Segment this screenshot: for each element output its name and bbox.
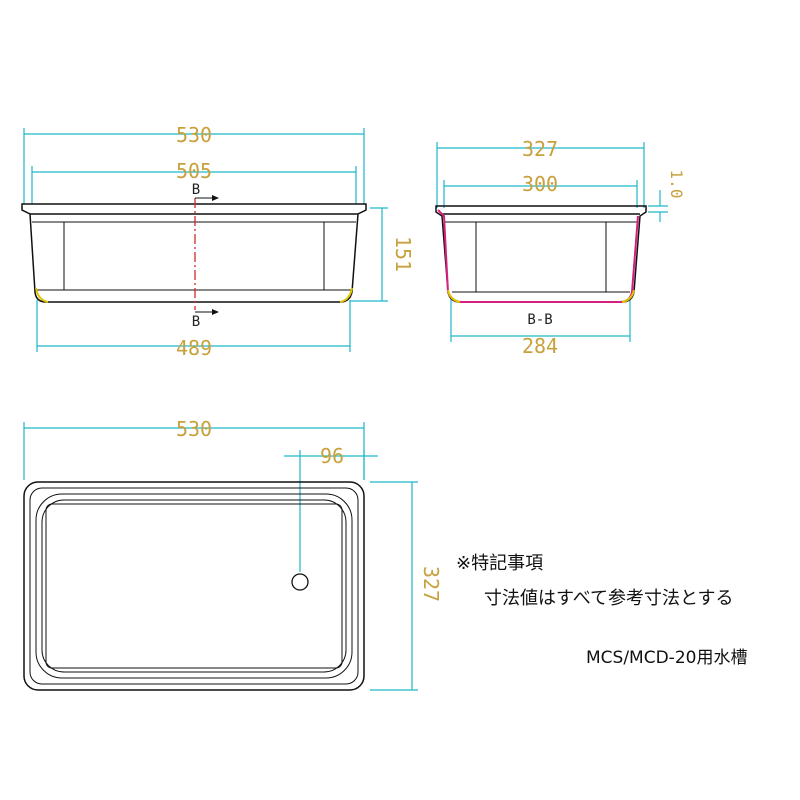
notes: ※特記事項 寸法値はすべて参考寸法とする MCS/MCD-20用水槽	[456, 553, 747, 668]
front-right-fillet	[339, 287, 353, 303]
front-dim-lines	[23, 128, 388, 352]
top-dim-lines	[23, 422, 418, 691]
product-label: MCS/MCD-20用水槽	[586, 648, 747, 668]
front-left-fillet	[35, 287, 49, 303]
section-profile	[437, 209, 639, 303]
top-hole-offset: 96	[320, 444, 344, 468]
section-marker-top: B	[192, 182, 200, 198]
side-width-inner: 300	[522, 172, 558, 196]
side-dim-lines	[436, 142, 668, 342]
side-view: 327 300 284 1.0 B-B	[435, 137, 686, 358]
front-width-bottom: 489	[176, 336, 212, 360]
front-width-inner: 505	[176, 159, 212, 183]
side-thickness: 1.0	[667, 170, 686, 199]
side-tray-outline	[435, 205, 647, 303]
front-view: 530 505 489 151 B B	[21, 123, 415, 360]
notes-heading: ※特記事項	[456, 553, 543, 574]
top-view: 530 96 327	[23, 417, 443, 691]
front-width-outer: 530	[176, 123, 212, 147]
notes-line1: 寸法値はすべて参考寸法とする	[484, 588, 733, 609]
top-tray-outer	[23, 481, 365, 691]
section-marker-bottom: B	[192, 314, 200, 330]
side-width-bottom: 284	[522, 334, 558, 358]
section-label: B-B	[527, 312, 552, 328]
side-width-outer: 327	[522, 137, 558, 161]
top-depth: 327	[419, 566, 443, 602]
front-height: 151	[391, 236, 415, 272]
top-width: 530	[176, 417, 212, 441]
front-tray-outline	[21, 203, 367, 303]
drain-hole	[291, 573, 309, 591]
